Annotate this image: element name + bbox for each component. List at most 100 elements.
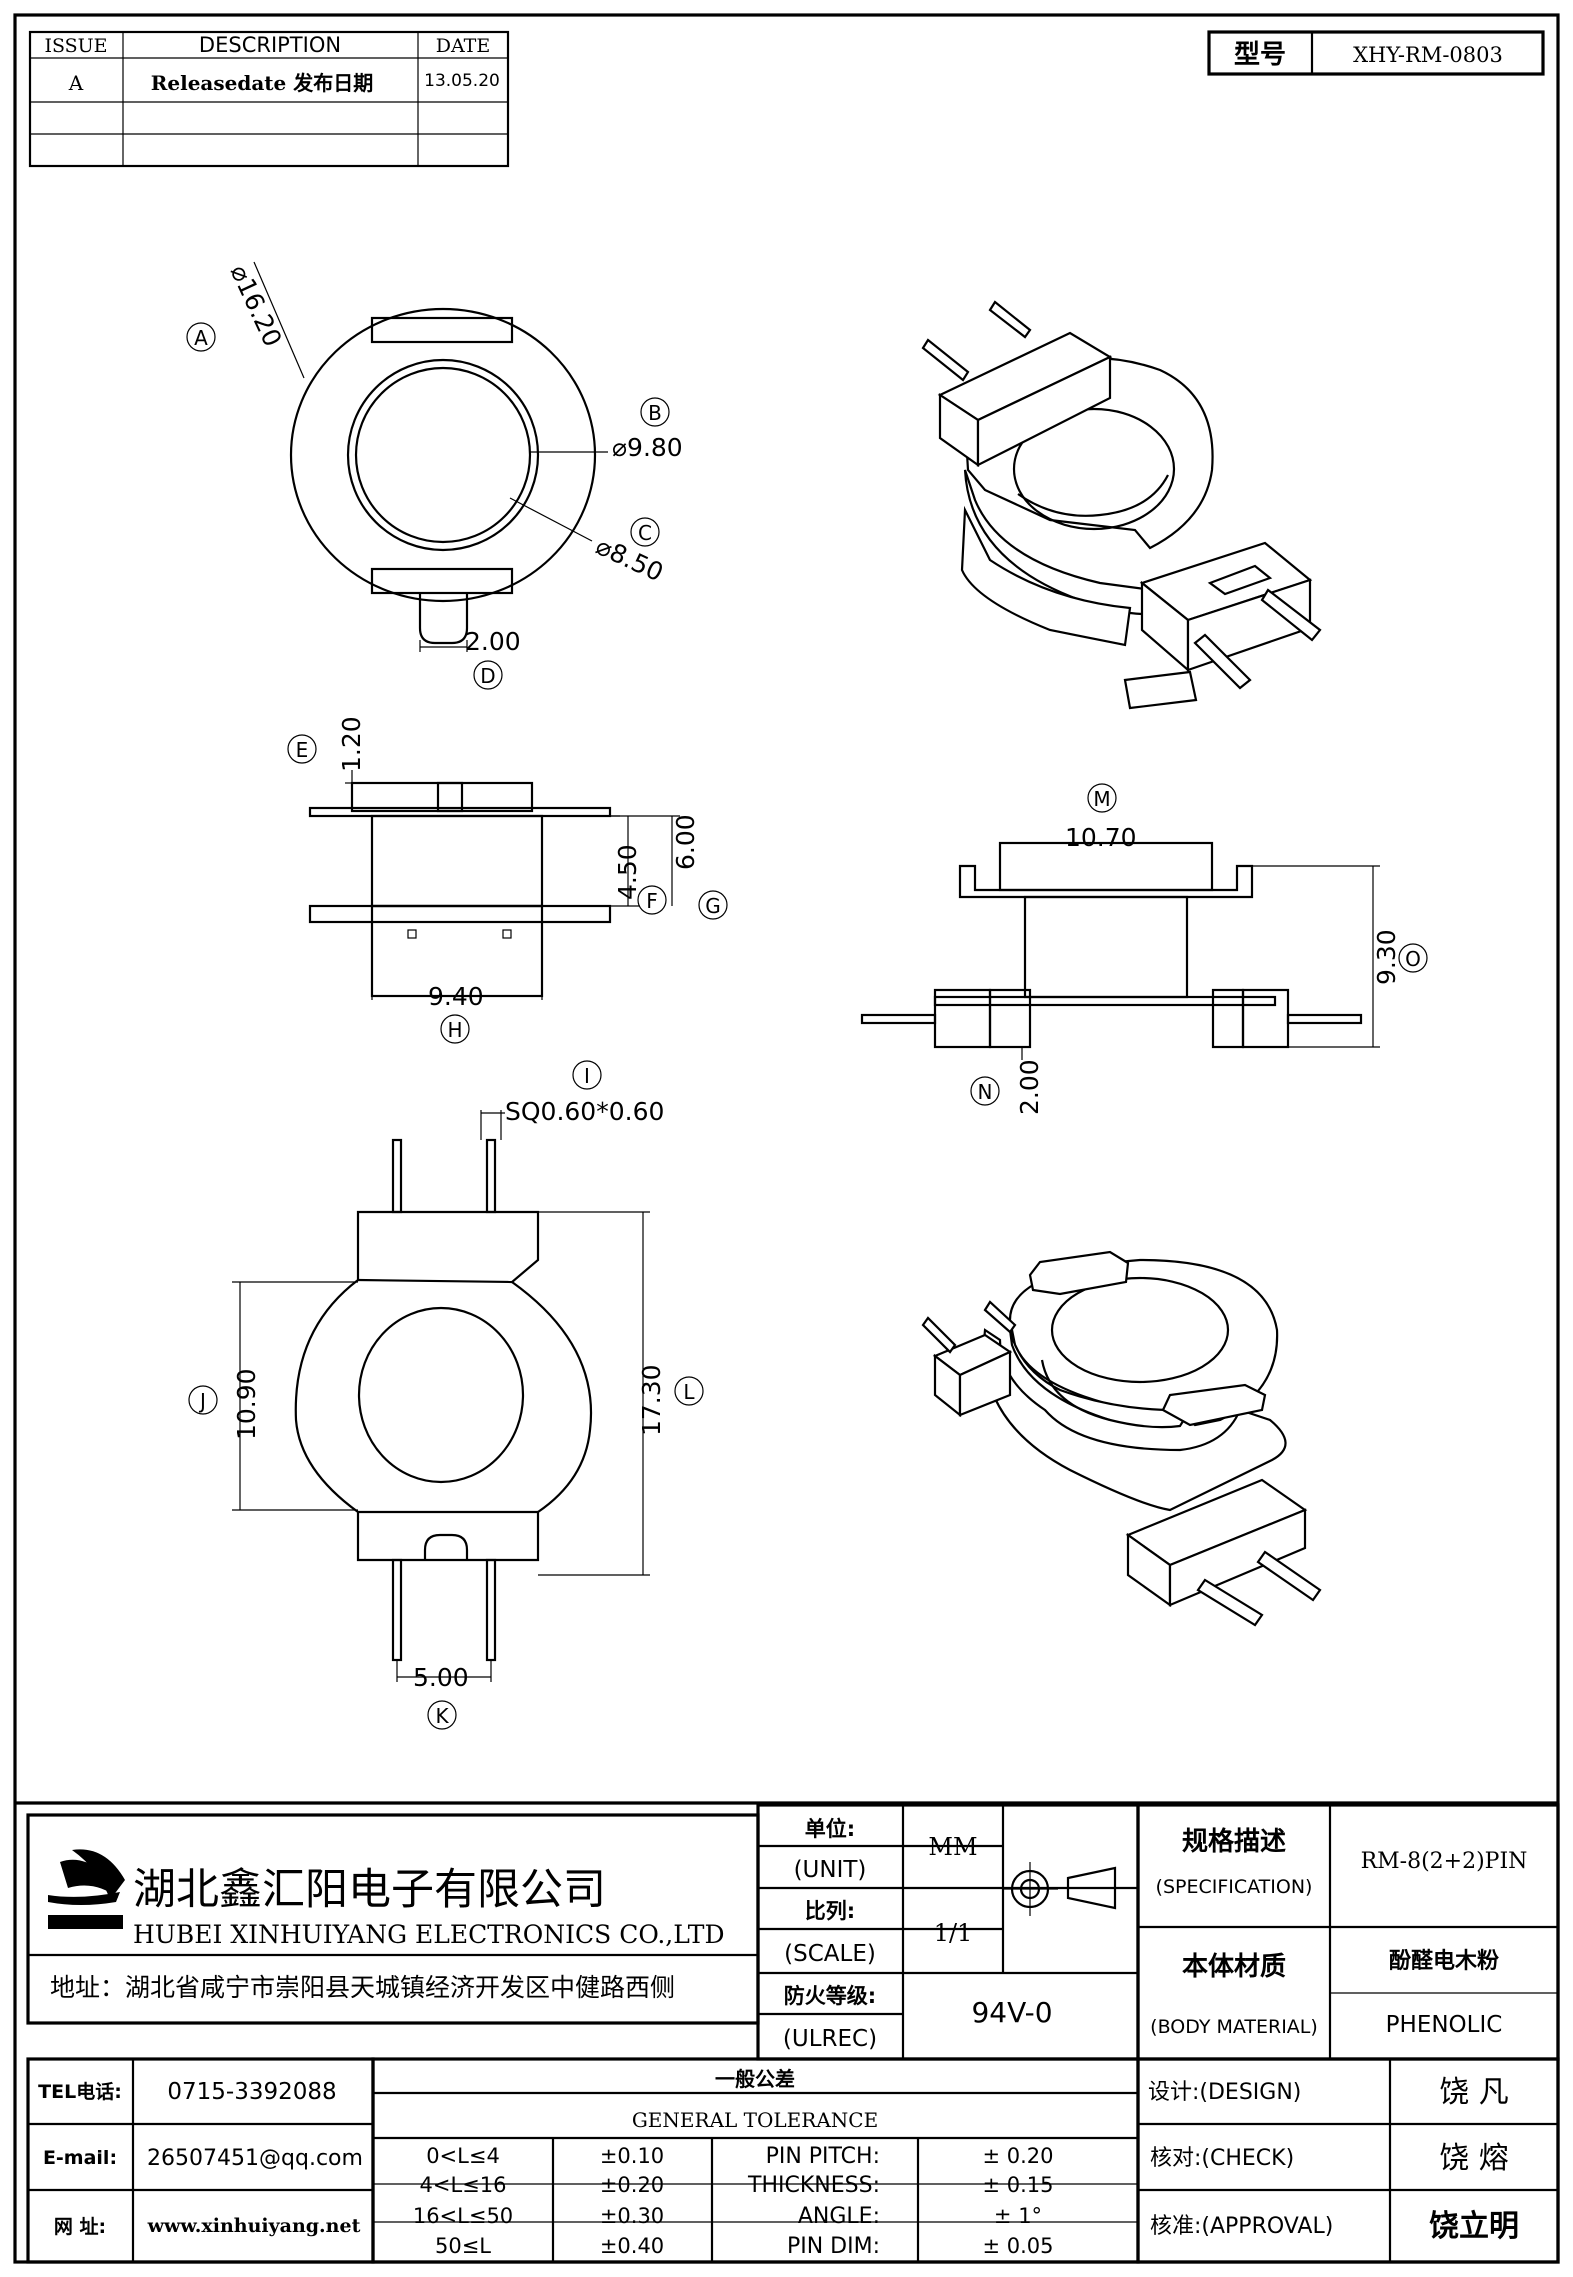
scale-label-en: (SCALE) — [784, 1941, 876, 1967]
tolerance-title-cn: 一般公差 — [715, 2067, 795, 2091]
tol-range-3: 16<L≤50 — [413, 2204, 513, 2228]
unit-value: MM — [928, 1833, 977, 1861]
tol-special-2: THICKNESS: — [747, 2173, 880, 2198]
tol-special-1: PIN PITCH: — [766, 2144, 880, 2169]
dim-bore-outer-diameter: ⌀9.80 — [612, 433, 683, 462]
material-label-cn: 本体材质 — [1182, 1952, 1286, 1982]
company-address: 地址：湖北省咸宁市崇阳县天城镇经济开发区中健路西侧 — [50, 1973, 675, 2002]
projection-symbol — [1003, 1862, 1117, 1916]
revision-header-issue: ISSUE — [44, 35, 107, 57]
tol-value-2: ±0.20 — [600, 2173, 664, 2197]
marker-j: J — [188, 1385, 218, 1415]
design-label: 设计:(DESIGN) — [1148, 2080, 1301, 2105]
email-label: E-mail: — [43, 2147, 117, 2169]
tol-value-1: ±0.10 — [600, 2144, 664, 2168]
tol-special-4: PIN DIM: — [787, 2234, 880, 2259]
tol-value-3: ±0.30 — [600, 2204, 664, 2228]
material-value-cn: 酚醛电木粉 — [1389, 1949, 1499, 1974]
marker-n: N — [970, 1076, 1000, 1106]
marker-o: O — [1398, 943, 1428, 973]
model-label: 型号 — [1234, 40, 1286, 70]
svg-text:B: B — [648, 401, 662, 425]
dim-standoff-height: 2.00 — [1015, 1059, 1044, 1115]
tol-special-value-3: ± 1° — [994, 2204, 1042, 2228]
svg-text:C: C — [638, 521, 652, 545]
approval-label: 核准:(APPROVAL) — [1150, 2214, 1333, 2239]
dim-pin-size: SQ0.60*0.60 — [505, 1097, 664, 1126]
iso-view-bottom — [921, 1250, 1322, 1627]
top-view — [253, 261, 608, 652]
ul-value: 94V-0 — [971, 1996, 1052, 2029]
web-label: 网 址: — [54, 2216, 106, 2238]
revision-row-date: 13.05.20 — [424, 71, 500, 91]
svg-text:K: K — [435, 1704, 449, 1728]
svg-text:J: J — [198, 1389, 206, 1413]
svg-text:D: D — [480, 664, 495, 688]
dim-key-width: 2.00 — [465, 627, 521, 656]
check-name: 饶 熔 — [1439, 2141, 1509, 2176]
svg-text:G: G — [705, 894, 721, 918]
model-box: 型号 XHY-RM-0803 — [1207, 30, 1545, 76]
scale-value: 1/1 — [934, 1919, 973, 1947]
tel-label: TEL电话: — [38, 2080, 122, 2103]
approval-name: 饶立明 — [1429, 2209, 1519, 2244]
model-value: XHY-RM-0803 — [1353, 43, 1503, 67]
svg-text:N: N — [978, 1080, 993, 1104]
revision-table: ISSUE DESCRIPTION DATE A Releasedate 发布日… — [28, 30, 510, 168]
material-value-en: PHENOLIC — [1386, 2012, 1503, 2038]
company-name-en: HUBEI XINHUIYANG ELECTRONICS CO.,LTD — [133, 1920, 725, 1949]
marker-e: E — [287, 734, 317, 764]
dim-base-width: 9.40 — [428, 982, 484, 1011]
check-label: 核对:(CHECK) — [1150, 2146, 1294, 2171]
tol-range-2: 4<L≤16 — [420, 2173, 507, 2197]
title-block: 湖北鑫汇阳电子有限公司 HUBEI XINHUIYANG ELECTRONICS… — [26, 1803, 1560, 2264]
scale-label-cn: 比列: — [805, 1899, 855, 1923]
marker-m: M — [1087, 783, 1117, 813]
dim-pin-pitch: 5.00 — [413, 1663, 469, 1692]
dim-outer-diameter: ⌀16.20 — [225, 260, 288, 351]
tol-special-3: ANGLE: — [798, 2204, 880, 2229]
tol-range-4: 50≤L — [435, 2234, 491, 2258]
dim-winding-height: 4.50 — [613, 844, 642, 900]
svg-text:H: H — [447, 1018, 462, 1042]
tol-special-value-4: ± 0.05 — [982, 2234, 1053, 2258]
marker-g: G — [698, 890, 728, 920]
tel-value: 0715-3392088 — [167, 2079, 336, 2105]
svg-text:M: M — [1093, 787, 1110, 811]
marker-b: B — [640, 397, 670, 427]
revision-header-description: DESCRIPTION — [199, 33, 341, 57]
svg-text:O: O — [1405, 947, 1421, 971]
marker-l: L — [674, 1376, 704, 1406]
spec-label-cn: 规格描述 — [1182, 1826, 1286, 1857]
spec-label-en: (SPECIFICATION) — [1156, 1876, 1313, 1898]
tol-value-4: ±0.40 — [600, 2234, 664, 2258]
material-label-en: (BODY MATERIAL) — [1150, 2016, 1318, 2038]
side-view — [308, 770, 680, 1000]
ul-label-en: (ULREC) — [783, 2026, 877, 2052]
tol-special-value-1: ± 0.20 — [982, 2144, 1053, 2168]
company-name-cn: 湖北鑫汇阳电子有限公司 — [133, 1865, 606, 1915]
marker-i: I — [572, 1060, 602, 1090]
marker-d: D — [473, 660, 503, 690]
revision-header-date: DATE — [436, 35, 490, 57]
iso-view-top — [921, 300, 1322, 710]
front-view — [860, 841, 1380, 1060]
dim-overall-height: 6.00 — [671, 814, 700, 870]
revision-row-description: Releasedate 发布日期 — [151, 71, 373, 95]
tol-range-1: 0<L≤4 — [426, 2144, 500, 2168]
dim-flange-thickness: 1.20 — [337, 716, 366, 772]
email-value: 26507451@qq.com — [147, 2146, 363, 2171]
marker-a: A — [186, 322, 216, 352]
unit-label-en: (UNIT) — [794, 1857, 867, 1883]
revision-row-issue: A — [68, 71, 84, 95]
svg-text:L: L — [683, 1380, 695, 1404]
spec-value: RM-8(2+2)PIN — [1361, 1849, 1528, 1874]
svg-text:A: A — [194, 326, 208, 350]
bottom-view — [232, 1110, 650, 1682]
marker-c: C — [630, 517, 660, 547]
dim-bottom-width: 10.90 — [232, 1368, 261, 1440]
unit-label-cn: 单位: — [805, 1817, 855, 1841]
dim-bottom-length: 17.30 — [637, 1364, 666, 1436]
svg-text:F: F — [646, 889, 658, 913]
